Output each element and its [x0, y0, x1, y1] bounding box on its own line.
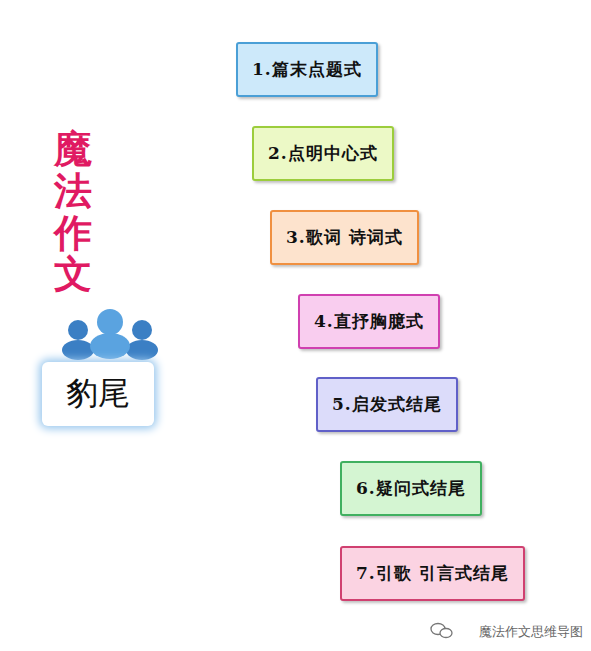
branch-label: 1.篇末点题式 — [252, 58, 362, 81]
branch-box: 1.篇末点题式 — [236, 42, 378, 97]
wechat-icon — [431, 624, 452, 638]
title-vertical: 魔法作文 — [54, 128, 92, 295]
branch-label: 2.点明中心式 — [268, 142, 378, 165]
center-label: 豹尾 — [66, 372, 130, 416]
branch-label: 6.疑问式结尾 — [356, 477, 466, 500]
branch-box: 5.启发式结尾 — [316, 377, 458, 432]
branch-box: 3.歌词 诗词式 — [270, 210, 419, 265]
branch-label: 4.直抒胸臆式 — [314, 310, 424, 333]
branch-label: 5.启发式结尾 — [332, 393, 442, 416]
branch-box: 4.直抒胸臆式 — [298, 294, 440, 349]
center-node: 豹尾 — [42, 362, 154, 426]
branch-label: 3.歌词 诗词式 — [286, 226, 403, 249]
branch-box: 6.疑问式结尾 — [340, 461, 482, 516]
people-icon — [62, 309, 158, 360]
branch-box: 7.引歌 引言式结尾 — [340, 546, 525, 601]
branch-label: 7.引歌 引言式结尾 — [356, 562, 509, 585]
watermark: 魔法作文思维导图 — [479, 623, 583, 641]
branch-box: 2.点明中心式 — [252, 126, 394, 181]
